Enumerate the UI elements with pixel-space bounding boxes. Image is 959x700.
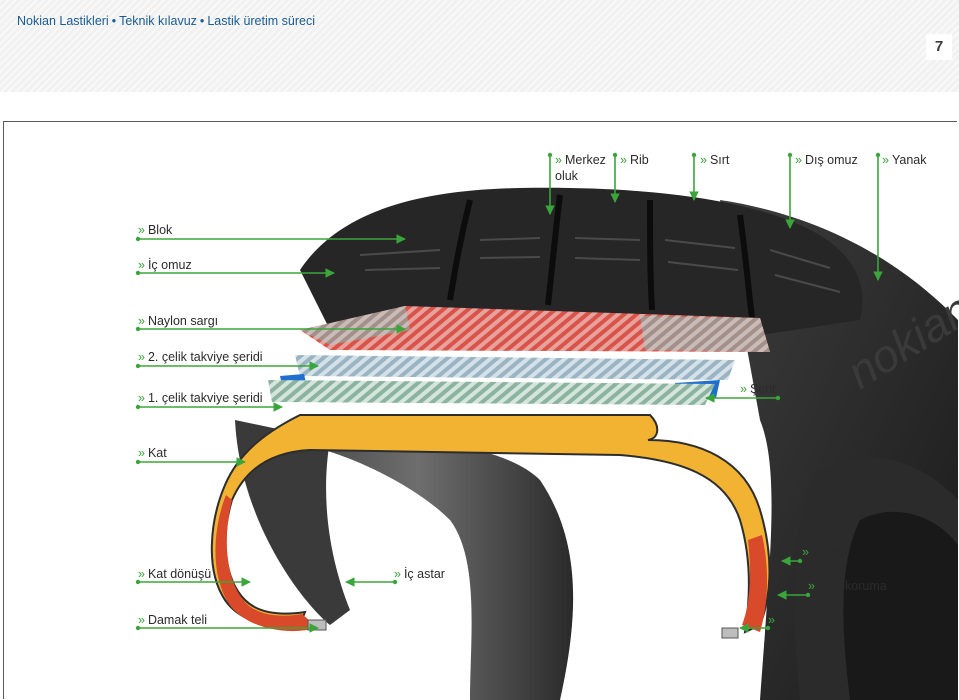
label-uc: »Uç xyxy=(768,613,793,627)
label-text: Naylon sargı xyxy=(147,314,219,328)
label-prefix: » xyxy=(394,567,401,581)
steel-belt-1-shape xyxy=(268,380,715,405)
label-prefix: » xyxy=(768,613,775,627)
label-text: Rib xyxy=(629,153,649,167)
label-ic-astar: »İç astar xyxy=(394,567,445,581)
breadcrumb-item-2[interactable]: Teknik kılavuz xyxy=(119,14,197,28)
ply-turnup-shape xyxy=(215,495,318,632)
leader-lines xyxy=(138,155,883,633)
label-text: Şerit xyxy=(749,382,776,396)
steel-belt-2-shape xyxy=(295,355,735,380)
tread-shape xyxy=(300,187,863,335)
label-sirt: »Sırt xyxy=(700,153,729,167)
label-prefix: » xyxy=(138,223,145,237)
label-kat: »Kat xyxy=(138,446,167,460)
breadcrumb-separator: • xyxy=(111,14,117,28)
label-damak-teli: »Damak teli xyxy=(138,613,207,627)
label-prefix: » xyxy=(138,258,145,272)
label-text: Yanak xyxy=(891,153,927,167)
label-prefix: » xyxy=(138,613,145,627)
label-text: Damak teli xyxy=(147,613,207,627)
label-prefix: » xyxy=(882,153,889,167)
label-prefix: » xyxy=(138,391,145,405)
label-text: Merkez oluk xyxy=(555,153,606,183)
label-rib: »Rib xyxy=(620,153,649,167)
label-celik-takviye-2: »2. çelik takviye şeridi xyxy=(138,350,263,364)
label-text: Jant koruma xyxy=(817,579,887,593)
label-prefix: » xyxy=(795,153,802,167)
inner-liner-shape xyxy=(262,438,574,700)
label-kat-donusu: »Kat dönüşü xyxy=(138,567,211,581)
illustration-frame xyxy=(3,121,957,699)
page-header: Nokian Lastikleri•Teknik kılavuz•Lastik … xyxy=(0,0,959,92)
label-text: Uç xyxy=(777,613,794,627)
label-text: 2. çelik takviye şeridi xyxy=(147,350,263,364)
label-prefix: » xyxy=(138,314,145,328)
breadcrumb-item-3[interactable]: Lastik üretim süreci xyxy=(207,14,315,28)
label-blok: »Blok xyxy=(138,223,172,237)
label-dis-omuz: »Dış omuz xyxy=(795,153,858,167)
breadcrumb-item-1[interactable]: Nokian Lastikleri xyxy=(17,14,109,28)
label-prefix: » xyxy=(138,350,145,364)
label-prefix: » xyxy=(802,545,809,559)
label-text: Blok xyxy=(147,223,173,237)
label-prefix: » xyxy=(138,446,145,460)
label-text: Kat xyxy=(147,446,167,460)
label-prefix: » xyxy=(555,153,562,167)
bead-wire-right xyxy=(721,627,739,639)
leader-dots xyxy=(135,152,881,631)
label-text: Perçin xyxy=(811,545,848,559)
label-text: Dış omuz xyxy=(804,153,858,167)
label-prefix: » xyxy=(740,382,747,396)
label-prefix: » xyxy=(620,153,627,167)
label-naylon-sargi: »Naylon sargı xyxy=(138,314,218,328)
label-prefix: » xyxy=(808,579,815,593)
label-text: Kat dönüşü xyxy=(147,567,212,581)
label-ic-omuz: »İç omuz xyxy=(138,258,192,272)
label-jant-koruma: »Jant koruma xyxy=(808,579,887,593)
carcass-ply-shape xyxy=(210,414,771,634)
label-serit: »Şerit xyxy=(740,382,776,396)
label-celik-takviye-1: »1. çelik takviye şeridi xyxy=(138,391,263,405)
page-number: 7 xyxy=(926,34,952,60)
breadcrumb-separator: • xyxy=(199,14,205,28)
label-percin: »Perçin xyxy=(802,545,847,559)
label-merkez-oluk: »Merkez oluk xyxy=(555,152,607,184)
label-text: Sırt xyxy=(709,153,730,167)
label-text: 1. çelik takviye şeridi xyxy=(147,391,263,405)
label-text: İç astar xyxy=(403,567,445,581)
label-prefix: » xyxy=(138,567,145,581)
label-text: İç omuz xyxy=(147,258,192,272)
label-prefix: » xyxy=(700,153,707,167)
label-yanak: »Yanak xyxy=(882,153,926,167)
breadcrumb: Nokian Lastikleri•Teknik kılavuz•Lastik … xyxy=(17,14,315,28)
